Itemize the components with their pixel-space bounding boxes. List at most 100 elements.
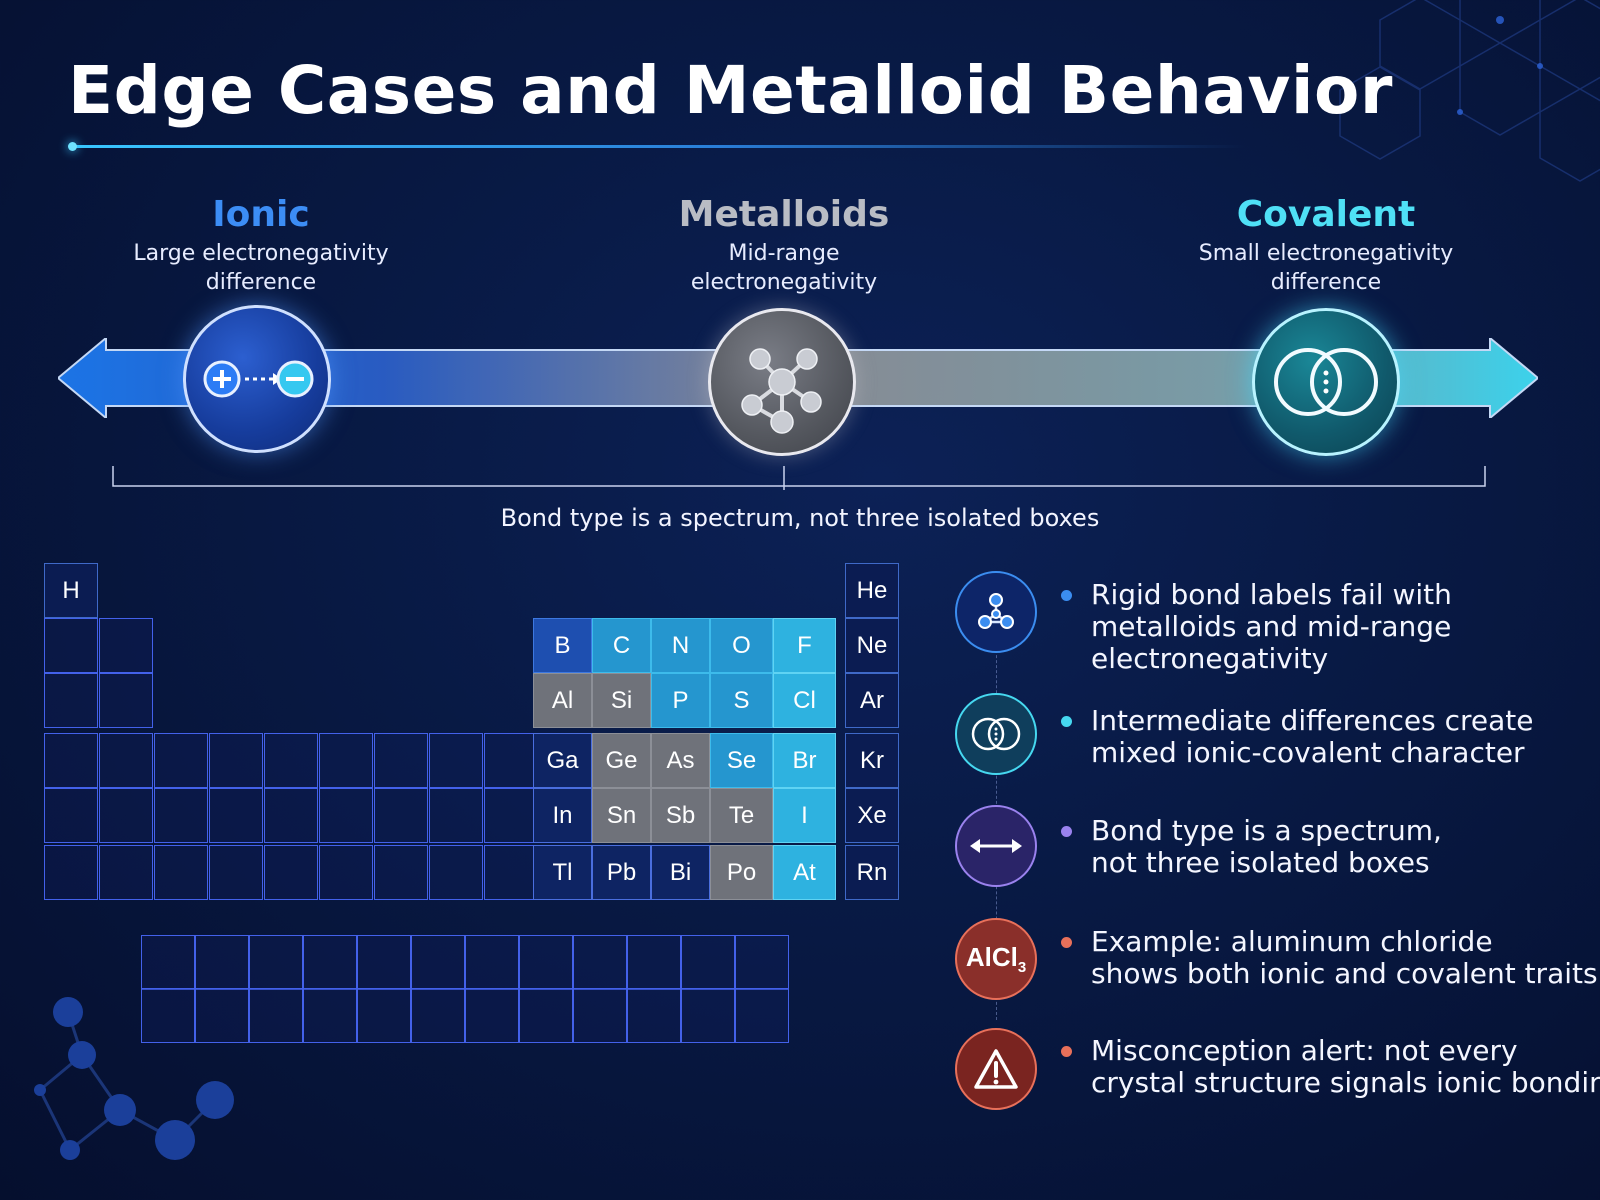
element-he: He bbox=[845, 563, 899, 618]
empty-cell bbox=[303, 988, 357, 1043]
empty-cell bbox=[195, 935, 249, 990]
empty-cell bbox=[195, 988, 249, 1043]
empty-cell bbox=[429, 733, 483, 788]
empty-cell bbox=[627, 935, 681, 990]
element-xe: Xe bbox=[845, 788, 899, 843]
empty-cell bbox=[357, 935, 411, 990]
list-bullet bbox=[1061, 1046, 1072, 1057]
metalloids-node bbox=[708, 308, 856, 456]
empty-cell bbox=[99, 733, 153, 788]
list-bullet bbox=[1061, 826, 1072, 837]
empty-cell bbox=[319, 845, 373, 900]
ionic-description: Large electronegativity difference bbox=[91, 239, 431, 297]
title-underline bbox=[70, 145, 1245, 148]
formula-subscript: 3 bbox=[1017, 959, 1027, 977]
spectrum-caption: Bond type is a spectrum, not three isola… bbox=[500, 504, 1100, 532]
empty-cell bbox=[44, 673, 98, 728]
molecule-network-icon bbox=[741, 348, 822, 434]
element-in: In bbox=[533, 788, 592, 843]
empty-cell bbox=[154, 845, 208, 900]
title-underline-dot bbox=[68, 142, 77, 151]
spectrum-bracket bbox=[112, 466, 1486, 490]
page-title: Edge Cases and Metalloid Behavior bbox=[68, 52, 1393, 129]
ionic-title: Ionic bbox=[212, 194, 310, 235]
empty-cell bbox=[264, 788, 318, 843]
empty-cell bbox=[319, 788, 373, 843]
element-c: C bbox=[592, 618, 651, 673]
element-se: Se bbox=[710, 733, 773, 788]
point-aluminum-chloride: Example: aluminum chloride shows both io… bbox=[1091, 926, 1598, 990]
ionic-description-line: difference bbox=[205, 270, 317, 295]
metalloids-description-line: Mid-range bbox=[728, 241, 840, 266]
element-cl: Cl bbox=[773, 673, 836, 728]
element-bi: Bi bbox=[651, 845, 710, 900]
element-as: As bbox=[651, 733, 710, 788]
point-line: Example: aluminum chloride bbox=[1091, 925, 1493, 958]
element-f: F bbox=[773, 618, 836, 673]
metalloids-label-group: Metalloids Mid-range electronegativity bbox=[614, 195, 954, 297]
covalent-description: Small electronegativity difference bbox=[1156, 239, 1496, 297]
ionic-node bbox=[183, 305, 331, 453]
list-bullet bbox=[1061, 937, 1072, 948]
empty-cell bbox=[735, 988, 789, 1043]
empty-cell bbox=[264, 733, 318, 788]
point-line: not three isolated boxes bbox=[1091, 846, 1430, 879]
empty-cell bbox=[573, 988, 627, 1043]
point-misconception-alert: Misconception alert: not every crystal s… bbox=[1091, 1035, 1600, 1099]
empty-cell bbox=[141, 935, 195, 990]
element-o: O bbox=[710, 618, 773, 673]
metalloids-title: Metalloids bbox=[678, 194, 890, 235]
empty-cell bbox=[519, 935, 573, 990]
empty-cell bbox=[249, 935, 303, 990]
element-ar: Ar bbox=[845, 673, 899, 728]
empty-cell bbox=[357, 988, 411, 1043]
empty-cell bbox=[209, 845, 263, 900]
empty-cell bbox=[99, 788, 153, 843]
empty-cell bbox=[154, 733, 208, 788]
empty-cell bbox=[44, 733, 98, 788]
element-ga: Ga bbox=[533, 733, 592, 788]
element-al: Al bbox=[533, 673, 592, 728]
empty-cell bbox=[44, 845, 98, 900]
overlapping-orbitals-icon bbox=[1274, 348, 1378, 416]
empty-cell bbox=[319, 733, 373, 788]
double-arrow-icon bbox=[955, 805, 1037, 887]
empty-cell bbox=[249, 988, 303, 1043]
empty-cell bbox=[411, 988, 465, 1043]
point-line: Bond type is a spectrum, bbox=[1091, 814, 1442, 847]
empty-cell bbox=[209, 733, 263, 788]
element-b: B bbox=[533, 618, 592, 673]
empty-cell bbox=[411, 935, 465, 990]
element-ne: Ne bbox=[845, 618, 899, 673]
element-tl: Tl bbox=[533, 845, 592, 900]
element-br: Br bbox=[773, 733, 836, 788]
element-p: P bbox=[651, 673, 710, 728]
element-at: At bbox=[773, 845, 836, 900]
empty-cell bbox=[264, 845, 318, 900]
point-rigid-labels: Rigid bond labels fail with metalloids a… bbox=[1091, 579, 1452, 675]
metalloids-description: Mid-range electronegativity bbox=[614, 239, 954, 297]
point-line: crystal structure signals ionic bonding bbox=[1091, 1066, 1600, 1099]
element-h: H bbox=[44, 563, 98, 618]
formula-main: AlCl bbox=[965, 941, 1018, 972]
element-i: I bbox=[773, 788, 836, 843]
element-sb: Sb bbox=[651, 788, 710, 843]
element-po: Po bbox=[710, 845, 773, 900]
empty-cell bbox=[681, 988, 735, 1043]
empty-cell bbox=[374, 788, 428, 843]
point-line: electronegativity bbox=[1091, 642, 1329, 675]
empty-cell bbox=[44, 618, 98, 673]
empty-cell bbox=[735, 935, 789, 990]
list-bullet bbox=[1061, 716, 1072, 727]
empty-cell bbox=[374, 845, 428, 900]
empty-cell bbox=[573, 935, 627, 990]
element-pb: Pb bbox=[592, 845, 651, 900]
empty-cell bbox=[154, 788, 208, 843]
empty-cell bbox=[99, 845, 153, 900]
empty-cell bbox=[99, 618, 153, 673]
element-s: S bbox=[710, 673, 773, 728]
empty-cell bbox=[465, 935, 519, 990]
point-intermediate-differences: Intermediate differences create mixed io… bbox=[1091, 705, 1533, 769]
ionic-description-line: Large electronegativity bbox=[133, 241, 389, 266]
empty-cell bbox=[374, 733, 428, 788]
